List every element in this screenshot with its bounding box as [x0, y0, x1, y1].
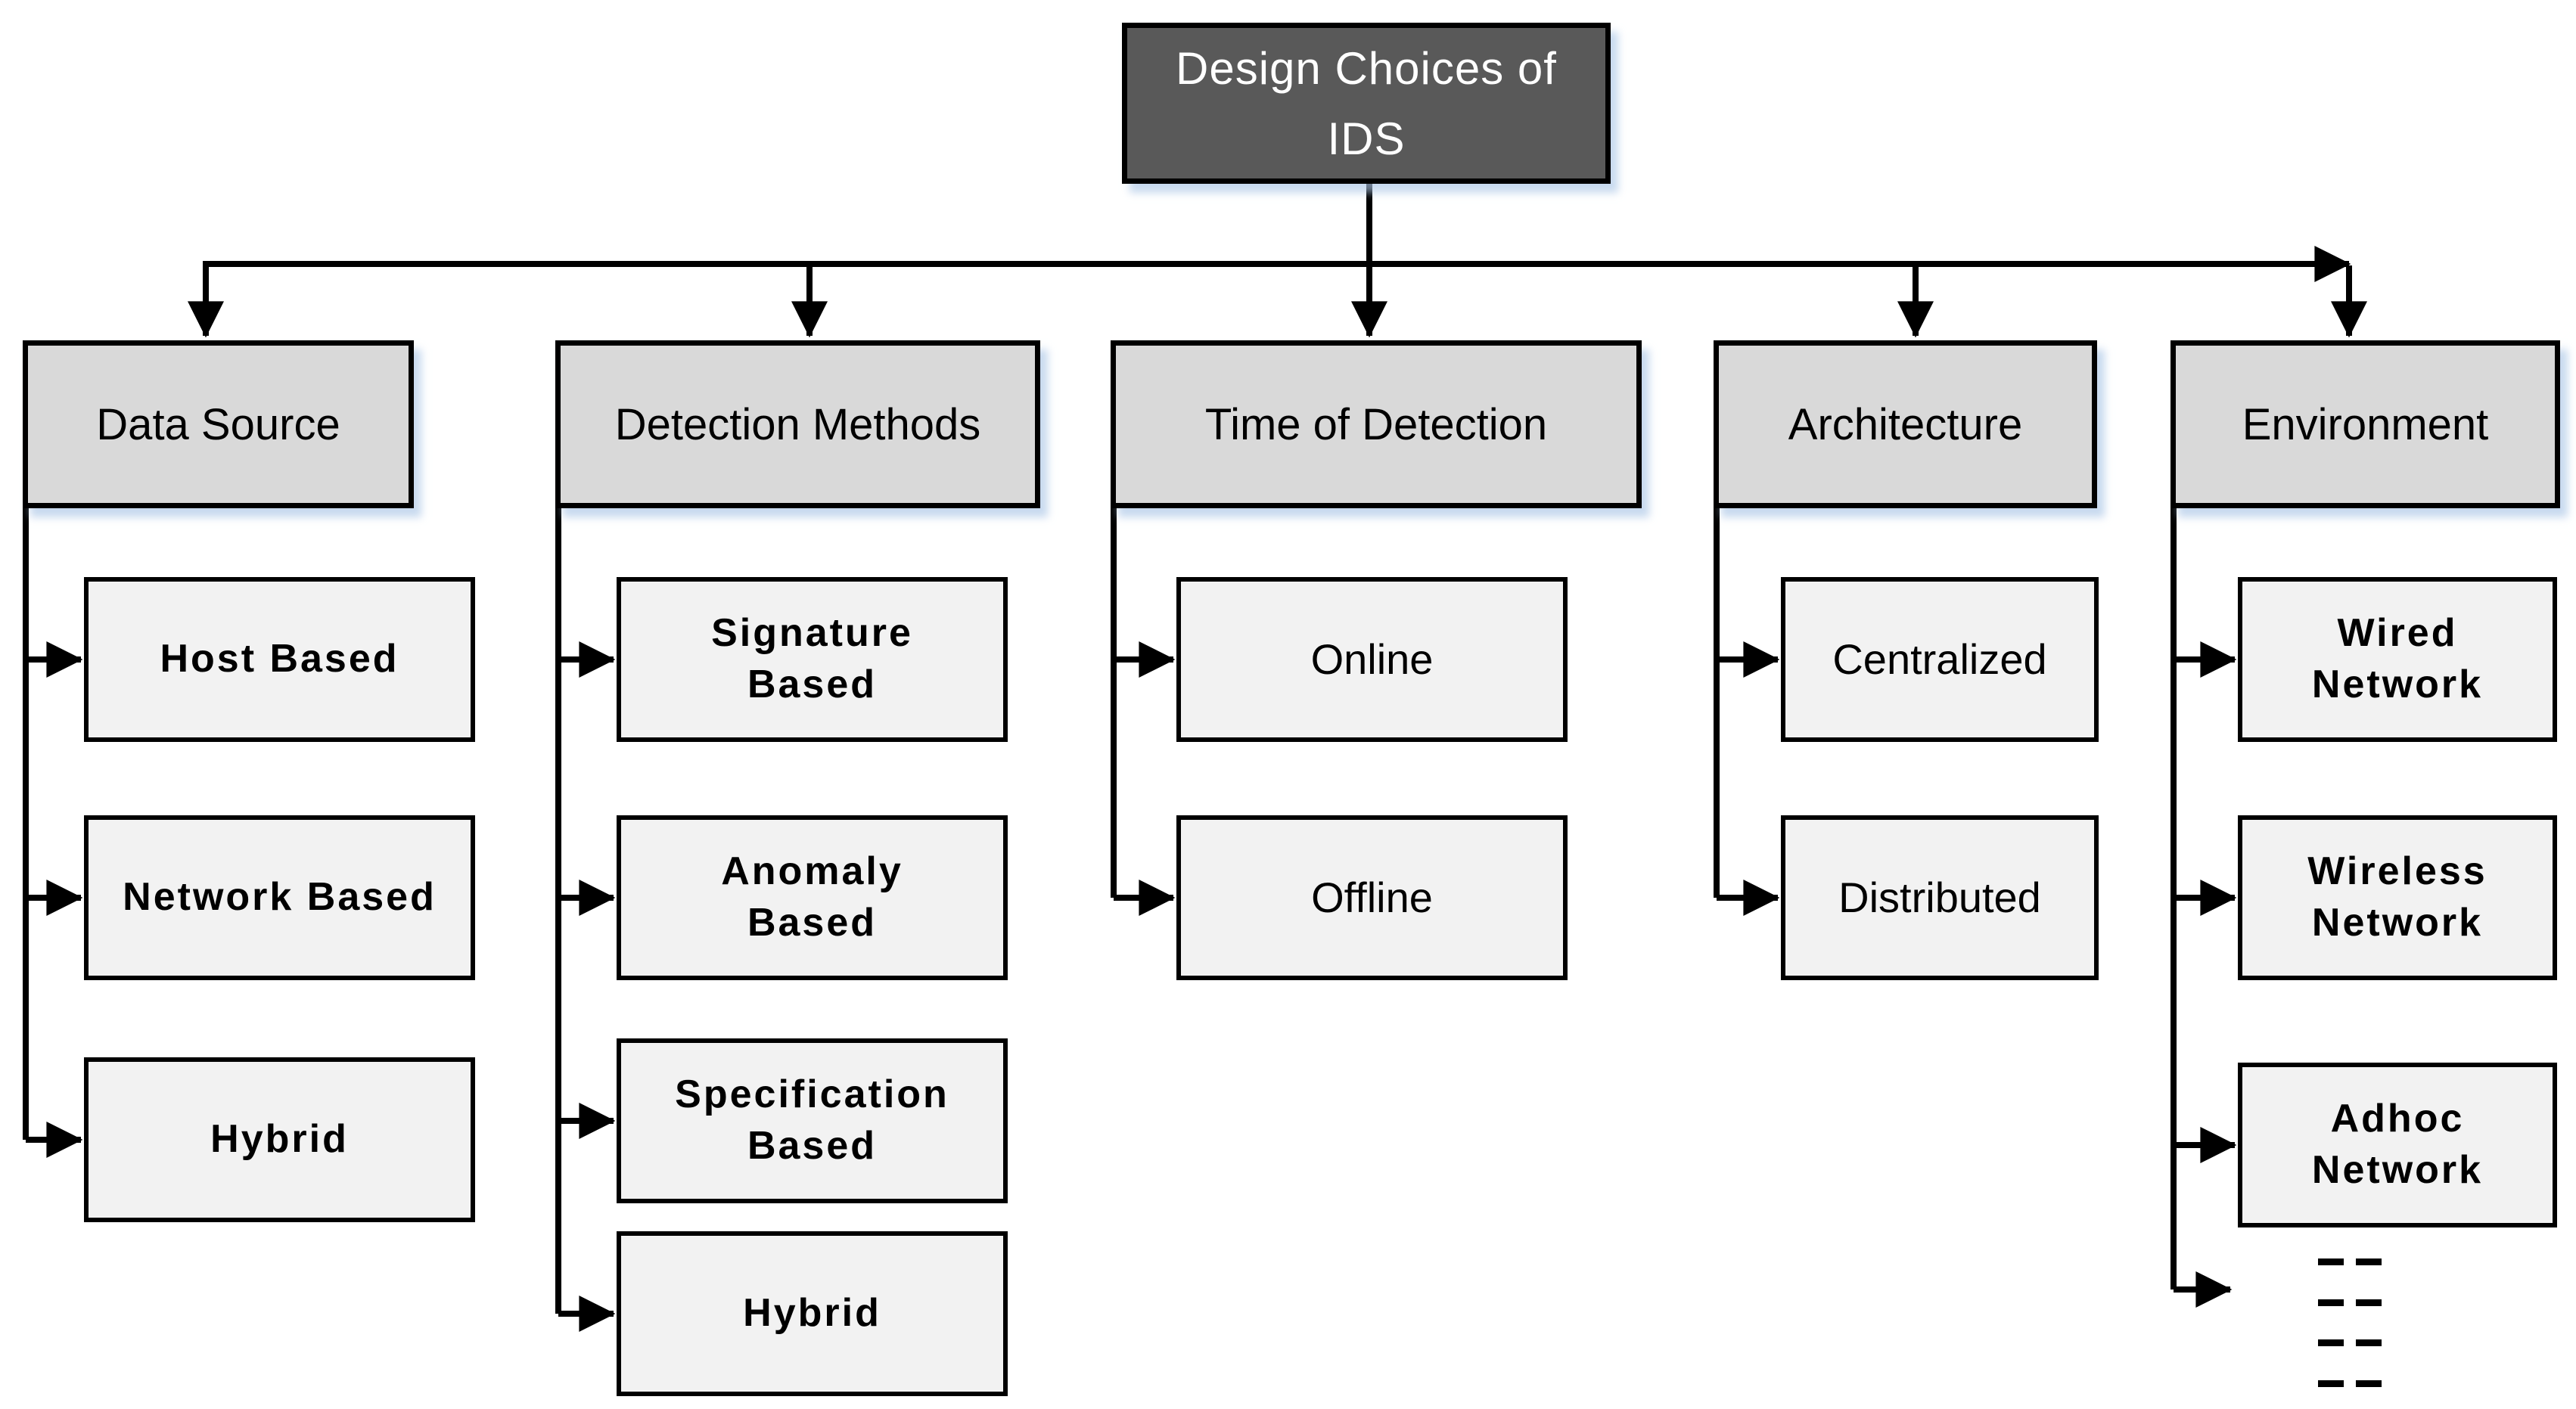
detection-methods-branch-connectors: [555, 505, 616, 1332]
node-network-based: Network Based: [84, 815, 475, 980]
node-time-of-detection: Time of Detection: [1111, 340, 1642, 508]
node-centralized: Centralized: [1781, 577, 2099, 742]
node-signature-based: Signature Based: [617, 577, 1008, 742]
node-data-source: Data Source: [23, 340, 414, 508]
node-architecture: Architecture: [1714, 340, 2097, 508]
environment-branch-connectors: [2170, 505, 2237, 1308]
node-anomaly-based: Anomaly Based: [617, 815, 1008, 980]
node-host-based: Host Based: [84, 577, 475, 742]
node-design-choices-of-ids: Design Choices of IDS: [1122, 23, 1611, 184]
node-hybrid-data-source: Hybrid: [84, 1057, 475, 1222]
node-environment: Environment: [2170, 340, 2560, 508]
node-offline: Offline: [1176, 815, 1568, 980]
architecture-branch-connectors: [1714, 505, 1780, 916]
node-wireless-network: Wireless Network: [2238, 815, 2557, 980]
data-source-branch-connectors: [23, 505, 83, 1158]
node-specification-based: Specification Based: [617, 1038, 1008, 1203]
time-of-detection-branch-connectors: [1111, 505, 1176, 916]
node-adhoc-network: Adhoc Network: [2238, 1063, 2557, 1227]
node-hybrid-detection-methods: Hybrid: [617, 1231, 1008, 1396]
node-detection-methods: Detection Methods: [555, 340, 1040, 508]
ellipsis-dashes: [2318, 1258, 2382, 1387]
node-distributed: Distributed: [1781, 815, 2099, 980]
node-wired-network: Wired Network: [2238, 577, 2557, 742]
node-online: Online: [1176, 577, 1568, 742]
